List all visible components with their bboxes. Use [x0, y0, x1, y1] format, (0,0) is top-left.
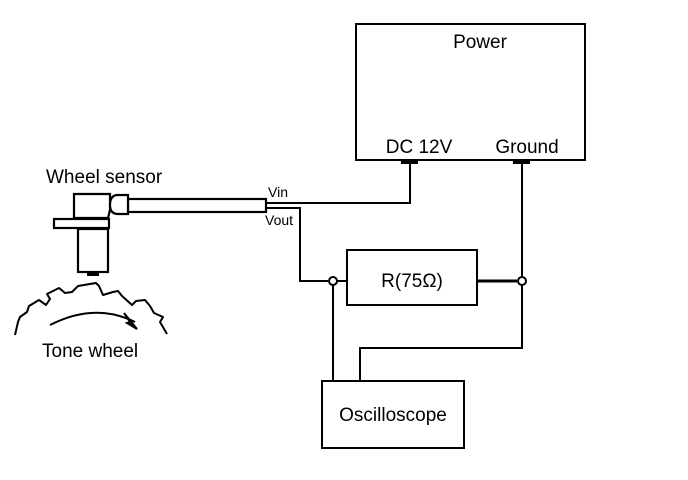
- dc-12v-terminal-label: DC 12V: [386, 137, 453, 158]
- resistor-label: R(75Ω): [381, 271, 443, 292]
- power-supply-label: Power: [453, 32, 508, 53]
- sensor-head: [72, 192, 112, 220]
- wire-vin-to-dc12v: [266, 162, 411, 204]
- vout-pin-label: Vout: [265, 212, 293, 228]
- sensor-tip: [87, 272, 99, 276]
- oscilloscope-label: Oscilloscope: [339, 405, 447, 426]
- resistor: R(75Ω): [346, 249, 478, 306]
- resistor-box: [346, 249, 478, 306]
- wire-right-node-to-oscilloscope-ground: [359, 285, 523, 380]
- oscilloscope: Oscilloscope: [321, 380, 465, 449]
- wire-vout-to-resistor: [266, 207, 328, 282]
- rotation-arrow-arc: [49, 311, 136, 326]
- junction-node-right: [517, 276, 527, 286]
- vin-pin-label: Vin: [268, 184, 288, 200]
- mounting-flange: [52, 217, 111, 230]
- tone-wheel-teeth: [14, 282, 168, 336]
- sensor-body: [76, 227, 110, 274]
- power-supply: Power DC 12V Ground: [355, 23, 586, 164]
- junction-node-left: [328, 276, 338, 286]
- tone-wheel: Tone wheel: [14, 282, 168, 362]
- oscilloscope-box: [321, 380, 465, 449]
- wheel-sensor: Wheel sensor Vin Vout: [46, 167, 293, 276]
- sensor-cable: [126, 197, 268, 214]
- ground-terminal-label: Ground: [495, 137, 558, 158]
- cable-grommet: [108, 193, 130, 216]
- tone-wheel-label: Tone wheel: [42, 341, 138, 362]
- rotation-arrow-head-icon: [123, 312, 138, 330]
- wiring: [266, 162, 523, 380]
- power-supply-box: [355, 23, 586, 161]
- wheel-sensor-label: Wheel sensor: [46, 167, 163, 188]
